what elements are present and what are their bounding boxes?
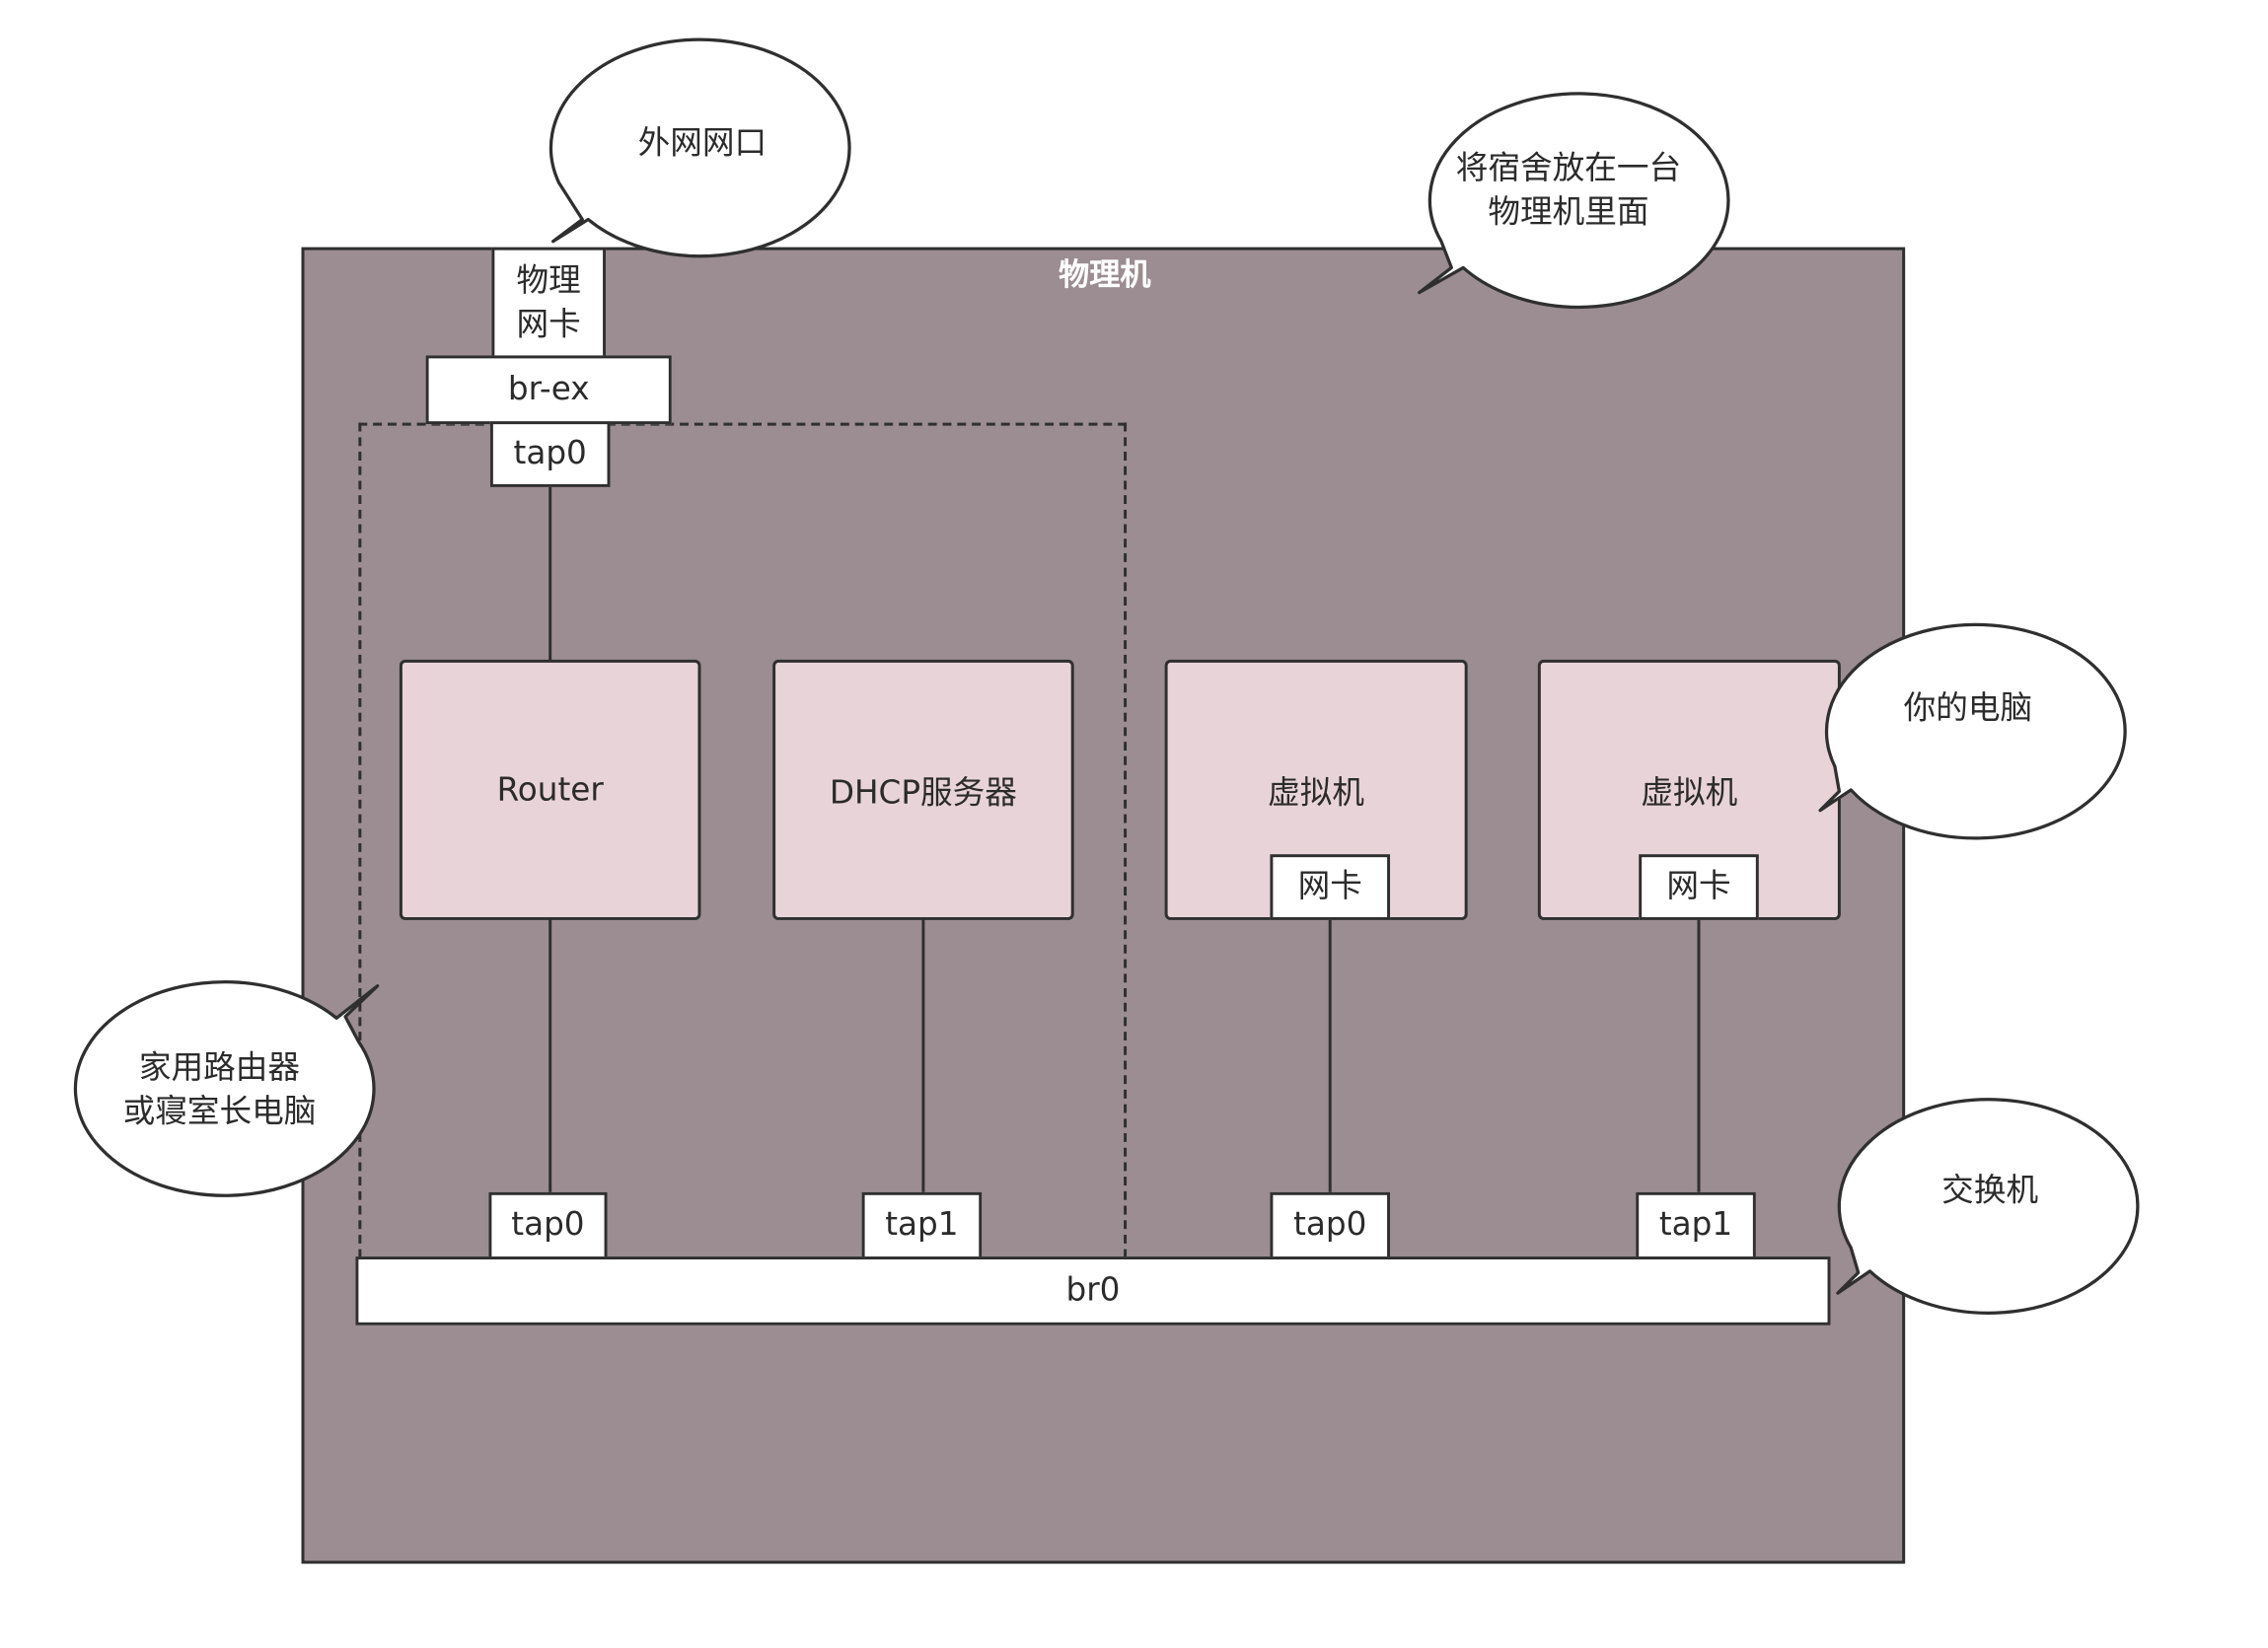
wire-dhcp-tap1 [921, 918, 925, 1195]
wire-vm2-tap1 [1697, 916, 1701, 1195]
physical-machine-title: 物理机 [1059, 257, 1151, 293]
bubble-switch [1836, 1098, 2140, 1315]
bubble-home-router [73, 980, 380, 1197]
bubble-external-port [549, 37, 851, 258]
vm1-label: 虚拟机 [1268, 775, 1365, 813]
router-box: Router [399, 659, 701, 920]
vm2-nic: 网卡 [1639, 854, 1759, 920]
vm2-label: 虚拟机 [1641, 775, 1738, 813]
tap0-external: tap0 [489, 421, 611, 487]
dhcp-tap1: tap1 [861, 1191, 983, 1260]
wire-router-tap0 [549, 918, 552, 1195]
vm1-nic: 网卡 [1270, 854, 1391, 920]
vm2-tap1: tap1 [1636, 1191, 1756, 1260]
callout-your-computer: 你的电脑 [1903, 690, 2033, 728]
bubble-your-computer [1818, 622, 2127, 840]
callout-dorm-host: 将宿舍放在一台 物理机里面 [1455, 150, 1682, 232]
callout-home-router: 家用路由器 或寝室长电脑 [122, 1049, 317, 1131]
dhcp-server-box: DHCP服务器 [772, 659, 1074, 920]
router-group-boundary [358, 422, 1128, 1258]
dhcp-label: DHCP服务器 [829, 775, 1017, 813]
callout-external-port: 外网网口 [637, 125, 768, 163]
wire-vm1-tap0 [1328, 916, 1332, 1195]
router-label: Router [496, 771, 604, 809]
bubble-dorm-host [1418, 92, 1730, 310]
callout-switch: 交换机 [1941, 1173, 2039, 1210]
wire-tap0-router [549, 485, 552, 662]
br0-bridge: br0 [355, 1256, 1831, 1326]
